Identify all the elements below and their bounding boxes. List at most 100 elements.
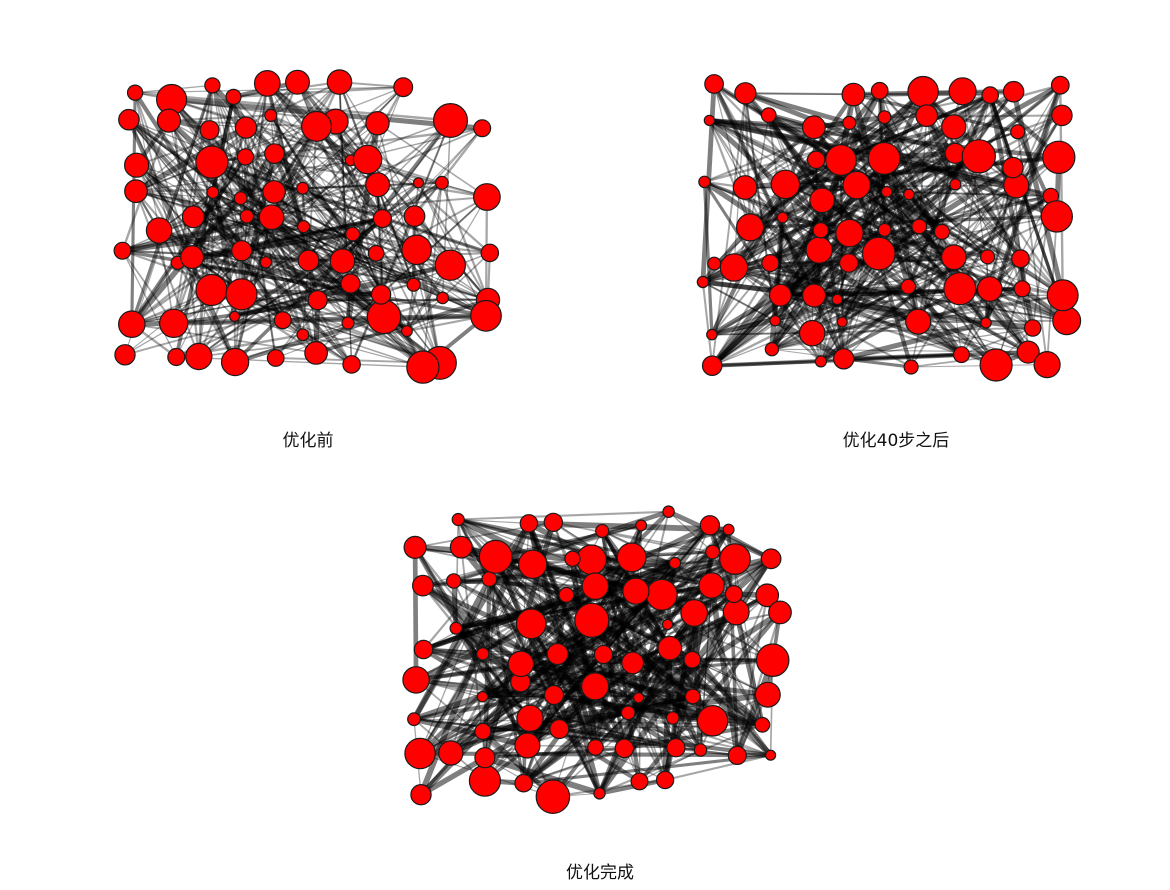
graph-edge	[422, 522, 530, 651]
graph-edge	[240, 159, 351, 199]
graph-edge	[130, 92, 137, 325]
graph-edge	[423, 648, 771, 757]
graph-node	[220, 347, 250, 377]
graph-edge	[208, 129, 353, 365]
graph-node	[698, 572, 725, 599]
graph-node	[655, 770, 675, 790]
graph-edge	[417, 182, 487, 317]
graph-edge	[771, 193, 910, 350]
graph-node	[195, 273, 228, 307]
graph-node	[340, 273, 361, 294]
graph-edge	[440, 182, 490, 301]
graph-edge	[885, 190, 1030, 354]
graph-node	[342, 355, 361, 374]
graph-node	[980, 249, 996, 265]
graph-edge	[209, 129, 487, 317]
graph-node	[948, 77, 977, 106]
graph-node	[668, 556, 682, 570]
graph-node	[367, 244, 385, 262]
graph-node	[812, 222, 829, 239]
graph-node	[861, 236, 896, 271]
graph-edge	[711, 93, 747, 366]
graph-edge	[301, 187, 441, 364]
graph-edge	[417, 182, 489, 301]
graph-node	[400, 325, 413, 338]
graph-edge	[840, 90, 1015, 323]
graph-node	[581, 572, 610, 600]
graph-edge	[121, 250, 177, 358]
graph-node	[836, 316, 848, 328]
graph-edge	[552, 594, 768, 798]
graph-node	[593, 787, 606, 800]
graph-node	[832, 348, 855, 370]
graph-edge	[488, 578, 555, 696]
graph-node	[657, 635, 683, 661]
graph-node	[880, 185, 893, 198]
graph-node	[798, 319, 826, 347]
graph-node	[273, 311, 292, 330]
graph-node	[113, 241, 132, 260]
graph-node	[1042, 140, 1076, 175]
graph-node	[684, 688, 701, 705]
graph-edge	[270, 216, 318, 354]
graph-node	[345, 226, 361, 242]
graph-node	[480, 243, 500, 263]
graph-edge	[455, 627, 531, 719]
graph-node	[915, 104, 939, 128]
graph-node	[406, 350, 440, 384]
graph-edge	[708, 585, 741, 756]
graph-edge	[211, 161, 490, 254]
graph-edge	[211, 84, 275, 193]
graph-edge	[733, 266, 1067, 322]
graph-edge	[702, 281, 776, 322]
graph-node	[587, 738, 604, 756]
graph-edge	[415, 546, 533, 565]
graph-node	[393, 77, 414, 98]
graph-node	[304, 341, 329, 365]
graph-edge	[121, 250, 175, 324]
graph-edge	[381, 217, 487, 317]
graph-node	[841, 82, 866, 107]
graph-edge	[413, 716, 529, 749]
graph-node	[438, 740, 464, 766]
graph-edge	[198, 96, 234, 357]
graph-node	[564, 550, 581, 567]
graph-node	[614, 738, 635, 759]
graph-node	[581, 672, 610, 701]
graph-edge	[380, 252, 491, 296]
graph-edge	[211, 85, 304, 336]
graph-node	[699, 515, 721, 536]
nodes-group	[402, 505, 792, 815]
graph-node	[933, 223, 951, 240]
graph-node	[516, 704, 544, 732]
graph-node	[365, 110, 390, 136]
graph-node	[831, 293, 843, 306]
graph-node	[124, 179, 148, 204]
caption-step40: 优化40步之后	[842, 431, 950, 451]
graph-node	[903, 188, 915, 201]
graph-edge	[779, 294, 912, 369]
graph-node	[412, 574, 434, 597]
graph-edge	[713, 83, 751, 228]
graph-node	[755, 643, 790, 678]
graph-edge	[733, 611, 765, 726]
graph-edge	[559, 712, 629, 730]
graph-node	[665, 711, 680, 725]
graph-edge	[338, 81, 451, 266]
graph-node	[905, 308, 932, 335]
graph-edge	[482, 559, 593, 655]
graph-edge	[704, 84, 1061, 184]
graph-edge	[532, 563, 674, 719]
graph-node	[253, 69, 281, 97]
graph-edge	[334, 121, 383, 295]
graph-edge	[856, 184, 997, 366]
graph-node	[1013, 280, 1031, 298]
graph-node	[410, 784, 432, 806]
graph-node	[707, 256, 722, 271]
graph-edge	[770, 257, 1021, 265]
caption-done: 优化完成	[566, 863, 634, 883]
graph-node	[877, 110, 892, 125]
graph-node	[704, 74, 724, 94]
graph-edge	[168, 120, 213, 291]
graph-edge	[413, 127, 484, 217]
